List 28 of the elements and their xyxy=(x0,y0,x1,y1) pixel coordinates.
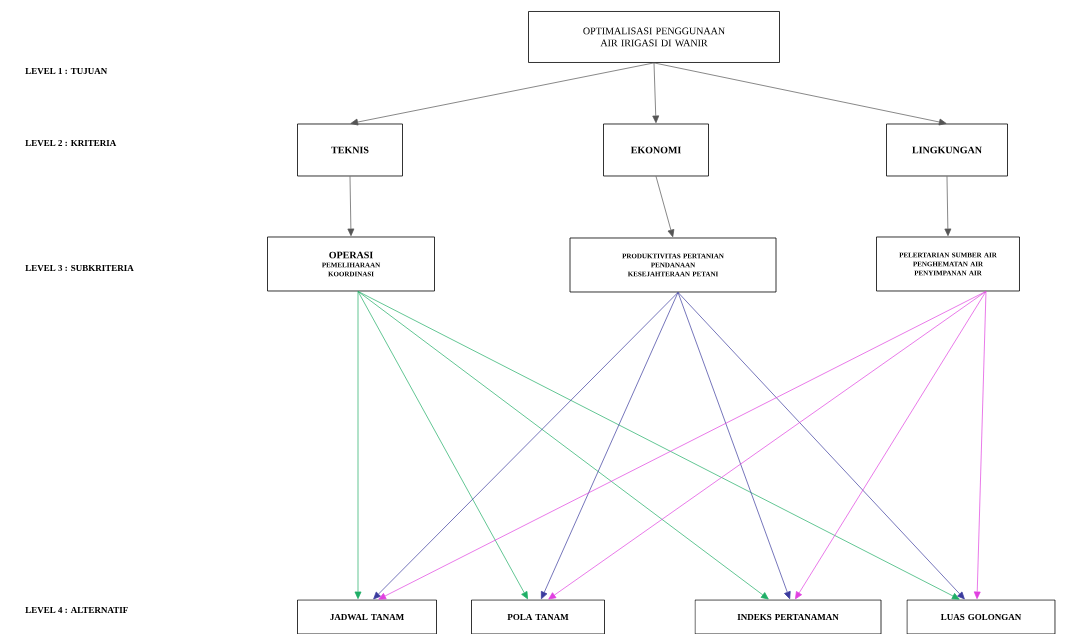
arrow xyxy=(350,62,655,126)
criteria-box: LUAS GOLONGAN xyxy=(906,599,1056,634)
arrow xyxy=(944,176,952,237)
level-label: LEVEL 4 : ALTERNATIF xyxy=(25,606,128,614)
arrow xyxy=(373,292,679,600)
arrow xyxy=(347,176,355,237)
arrow xyxy=(677,292,965,600)
criteria-box: POLA TANAM xyxy=(471,599,605,634)
level-label: LEVEL 2 : KRITERIA xyxy=(25,139,117,147)
arrow xyxy=(357,291,769,600)
arrow xyxy=(652,62,660,124)
arrow xyxy=(541,292,679,600)
arrow xyxy=(357,291,528,600)
criteria-box: EKONOMI xyxy=(603,123,709,177)
criteria-box: OPTIMALISASI PENGGUNAAN AIR IRIGASI DI WANIR xyxy=(528,11,780,63)
arrow xyxy=(653,62,947,126)
arrow xyxy=(973,291,987,600)
arrow xyxy=(548,291,987,600)
arrow xyxy=(655,176,675,238)
criteria-box: LINGKUNGAN xyxy=(886,123,1008,177)
level-label: LEVEL 3 : SUBKRITERIA xyxy=(25,264,134,272)
criteria-box: JADWAL TANAM xyxy=(297,599,437,634)
level-label: LEVEL 1 : TUJUAN xyxy=(25,67,108,75)
criteria-box: INDEKS PERTANAMAN xyxy=(694,599,882,634)
arrow xyxy=(677,292,791,600)
arrow xyxy=(795,291,987,600)
arrow xyxy=(354,291,362,600)
criteria-box: TEKNIS xyxy=(297,123,403,177)
